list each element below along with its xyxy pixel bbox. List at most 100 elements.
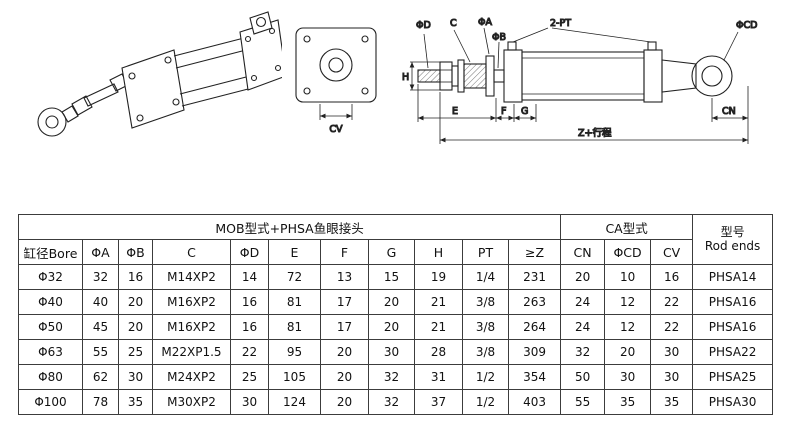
model-cell: PHSA30 [692,389,774,415]
value-cell: 20 [118,314,153,340]
collar [485,55,495,97]
cn-dimension [711,86,749,122]
value-cell: 231 [507,264,562,290]
value-cell: 1/2 [462,364,509,390]
value-cell: 72 [268,264,321,290]
value-cell: 24 [560,314,606,340]
value-cell: 3/8 [462,314,509,340]
dim-label-2pt: 2-PT [550,18,571,29]
value-cell: 22 [650,289,694,315]
value-cell: 30 [118,364,153,390]
value-cell: 105 [268,364,321,390]
value-cell: 35 [650,389,694,415]
value-cell: 12 [604,314,652,340]
clevis-tab [249,11,273,35]
value-cell: 55 [82,339,119,365]
column-header: G [368,239,415,265]
model-cell: PHSA16 [692,289,774,315]
column-header: 缸径Bore [18,239,83,265]
value-cell: 124 [268,389,321,415]
value-cell: 263 [507,289,562,315]
center-boss [319,48,353,82]
washer [451,65,459,87]
rod-coupler [463,63,487,89]
cv-label: CV [329,124,343,135]
column-header: CN [560,239,606,265]
bolt-hole [361,87,369,95]
value-cell: 264 [507,314,562,340]
bolt-hole [303,35,311,43]
rod-assembly [71,73,129,116]
dim-label-h: H [402,72,409,83]
value-cell: 30 [230,389,269,415]
value-cell: 403 [507,389,562,415]
value-cell: 32 [560,339,606,365]
h-dimension [409,61,440,91]
value-cell: 309 [507,339,562,365]
dim-label-z-stroke: Z+行程 [578,127,612,139]
value-cell: 40 [82,289,119,315]
efg-dimensions [417,84,537,122]
dim-label-phi-a: ΦA [478,17,492,28]
column-header: H [414,239,463,265]
value-cell: 3/8 [462,289,509,315]
value-cell: 32 [368,364,415,390]
value-cell: 20 [560,264,606,290]
value-cell: 20 [604,339,652,365]
rear-cap [643,49,663,103]
value-cell: 55 [560,389,606,415]
value-cell: M30XP2 [152,389,231,415]
value-cell: 10 [604,264,652,290]
column-header: E [268,239,321,265]
model-cell: PHSA25 [692,364,774,390]
model-label-cn: 型号 [720,224,745,239]
column-header: ΦD [230,239,269,265]
cylinder-tube [521,51,645,101]
value-cell: 20 [368,289,415,315]
dim-label-g: G [521,106,528,117]
rod-bore [328,57,344,73]
bore-cell: Φ50 [18,314,83,340]
rod-stud [417,69,441,83]
port [507,41,517,51]
value-cell: M24XP2 [152,364,231,390]
value-cell: 21 [414,289,463,315]
column-header: ΦA [82,239,119,265]
value-cell: 17 [320,289,369,315]
value-cell: M22XP1.5 [152,339,231,365]
eye-hole [701,65,723,87]
model-label-en: Rod ends [704,238,761,253]
column-header: CV [650,239,694,265]
value-cell: 81 [268,314,321,340]
washer [457,59,465,93]
value-cell: 35 [118,389,153,415]
value-cell: 45 [82,314,119,340]
value-cell: 20 [320,339,369,365]
technical-drawings: CV [0,0,790,210]
value-cell: 35 [604,389,652,415]
eye-outer [691,55,733,97]
value-cell: 1/4 [462,264,509,290]
value-cell: 354 [507,364,562,390]
dim-label-phi-cd: ΦCD [736,20,757,31]
value-cell: 20 [368,314,415,340]
cv-dimension [319,104,353,120]
dim-label-f: F [501,106,506,117]
hex-nut [439,61,453,91]
eye-shank [661,59,697,93]
column-header: F [320,239,369,265]
value-cell: 30 [604,364,652,390]
value-cell: M16XP2 [152,289,231,315]
value-cell: 19 [414,264,463,290]
cylinder-body [173,37,253,107]
value-cell: 14 [230,264,269,290]
value-cell: 12 [604,289,652,315]
column-header: ≥Z [507,239,562,265]
piston-rod [493,69,505,83]
